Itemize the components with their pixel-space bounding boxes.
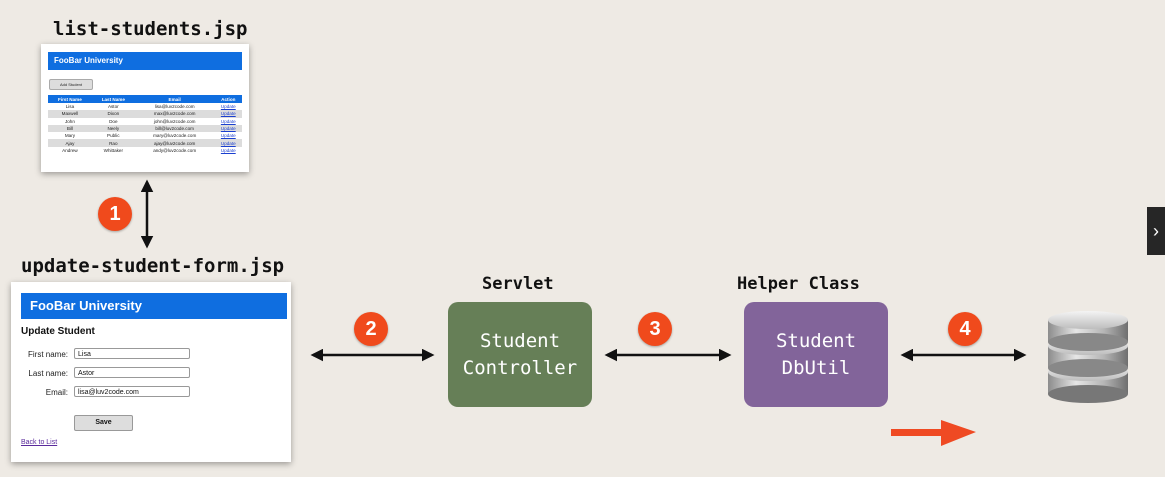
chevron-right-icon[interactable]: ›: [1147, 207, 1165, 255]
step-badge-2: 2: [354, 312, 388, 346]
node-line: DbUtil: [781, 356, 851, 379]
university-header: FooBar University: [48, 52, 242, 70]
update-link[interactable]: Update: [220, 118, 236, 124]
update-link[interactable]: Update: [220, 104, 236, 110]
table-cell: Ajay: [48, 139, 92, 147]
table-cell: Bill: [48, 124, 92, 133]
column-header: Action: [214, 95, 242, 103]
helper-class-label: Helper Class: [737, 274, 860, 294]
list-students-title: list-students.jsp: [53, 18, 248, 40]
update-link[interactable]: Update: [220, 133, 236, 139]
table-cell: Whittaker: [103, 147, 124, 153]
node-line: Student: [479, 329, 561, 352]
save-button[interactable]: Save: [74, 415, 133, 431]
table-cell: mary@luv2code.com: [153, 133, 197, 139]
node-line: Student: [775, 329, 857, 352]
table-cell: ajay@luv2code.com: [134, 139, 215, 147]
email-label: Email:: [45, 388, 68, 397]
table-row: Andrew Whittaker andy@luv2code.com Update: [48, 147, 242, 154]
email-field[interactable]: lisa@luv2code.com: [74, 386, 190, 397]
table-cell: Doe: [109, 118, 118, 124]
table-cell: Dixon: [91, 110, 135, 118]
table-cell: John: [64, 118, 75, 124]
table-cell: Lisa: [65, 104, 75, 110]
update-form-thumbnail: FooBar University Update Student First n…: [11, 282, 291, 462]
servlet-label: Servlet: [482, 274, 554, 294]
table-cell: Public: [107, 133, 120, 139]
back-to-list-link[interactable]: Back to List: [21, 439, 58, 446]
update-link[interactable]: Update: [214, 110, 242, 118]
table-cell: Mary: [64, 133, 76, 139]
table-cell: lisa@luv2code.com: [154, 104, 195, 110]
table-cell: max@luv2code.com: [134, 110, 215, 118]
table-cell: bill@luv2code.com: [134, 124, 215, 133]
table-cell: Astor: [107, 104, 119, 110]
table-cell: Maxwell: [48, 110, 92, 118]
step-badge-3: 3: [638, 312, 672, 346]
table-cell: Andrew: [62, 147, 78, 153]
step-badge-1: 1: [98, 197, 132, 231]
table-row: Lisa Astor lisa@luv2code.com Update: [48, 103, 242, 110]
student-controller-node: Student Controller: [448, 302, 592, 407]
node-line: Controller: [462, 356, 578, 379]
database-icon: [1048, 311, 1128, 403]
list-students-thumbnail: FooBar University Add Student First Name…: [41, 44, 249, 172]
update-link[interactable]: Update: [214, 139, 242, 147]
step-badge-4: 4: [948, 312, 982, 346]
column-header: First Name: [48, 95, 92, 103]
form-heading: Update Student: [21, 326, 95, 337]
last-name-label: Last name:: [28, 369, 68, 378]
arrow-right-icon: [891, 420, 976, 446]
first-name-label: First name:: [27, 350, 68, 359]
update-link[interactable]: Update: [214, 124, 242, 133]
table-cell: Rao: [91, 139, 135, 147]
table-row: Mary Public mary@luv2code.com Update: [48, 132, 242, 139]
column-header: Last Name: [91, 95, 135, 103]
first-name-field[interactable]: Lisa: [74, 348, 190, 359]
table-cell: john@luv2code.com: [153, 118, 196, 124]
university-header: FooBar University: [21, 293, 287, 319]
last-name-field[interactable]: Astor: [74, 367, 190, 378]
update-form-title: update-student-form.jsp: [21, 255, 285, 277]
students-table: First Name Last Name Email Action Lisa As…: [48, 95, 242, 154]
table-cell: Neely: [91, 124, 135, 133]
student-dbutil-node: Student DbUtil: [744, 302, 888, 407]
add-student-button[interactable]: Add Student: [49, 79, 93, 90]
update-link[interactable]: Update: [220, 147, 236, 153]
table-cell: andy@luv2code.com: [153, 147, 197, 153]
column-header: Email: [134, 95, 215, 103]
table-row: John Doe john@luv2code.com Update: [48, 118, 242, 125]
